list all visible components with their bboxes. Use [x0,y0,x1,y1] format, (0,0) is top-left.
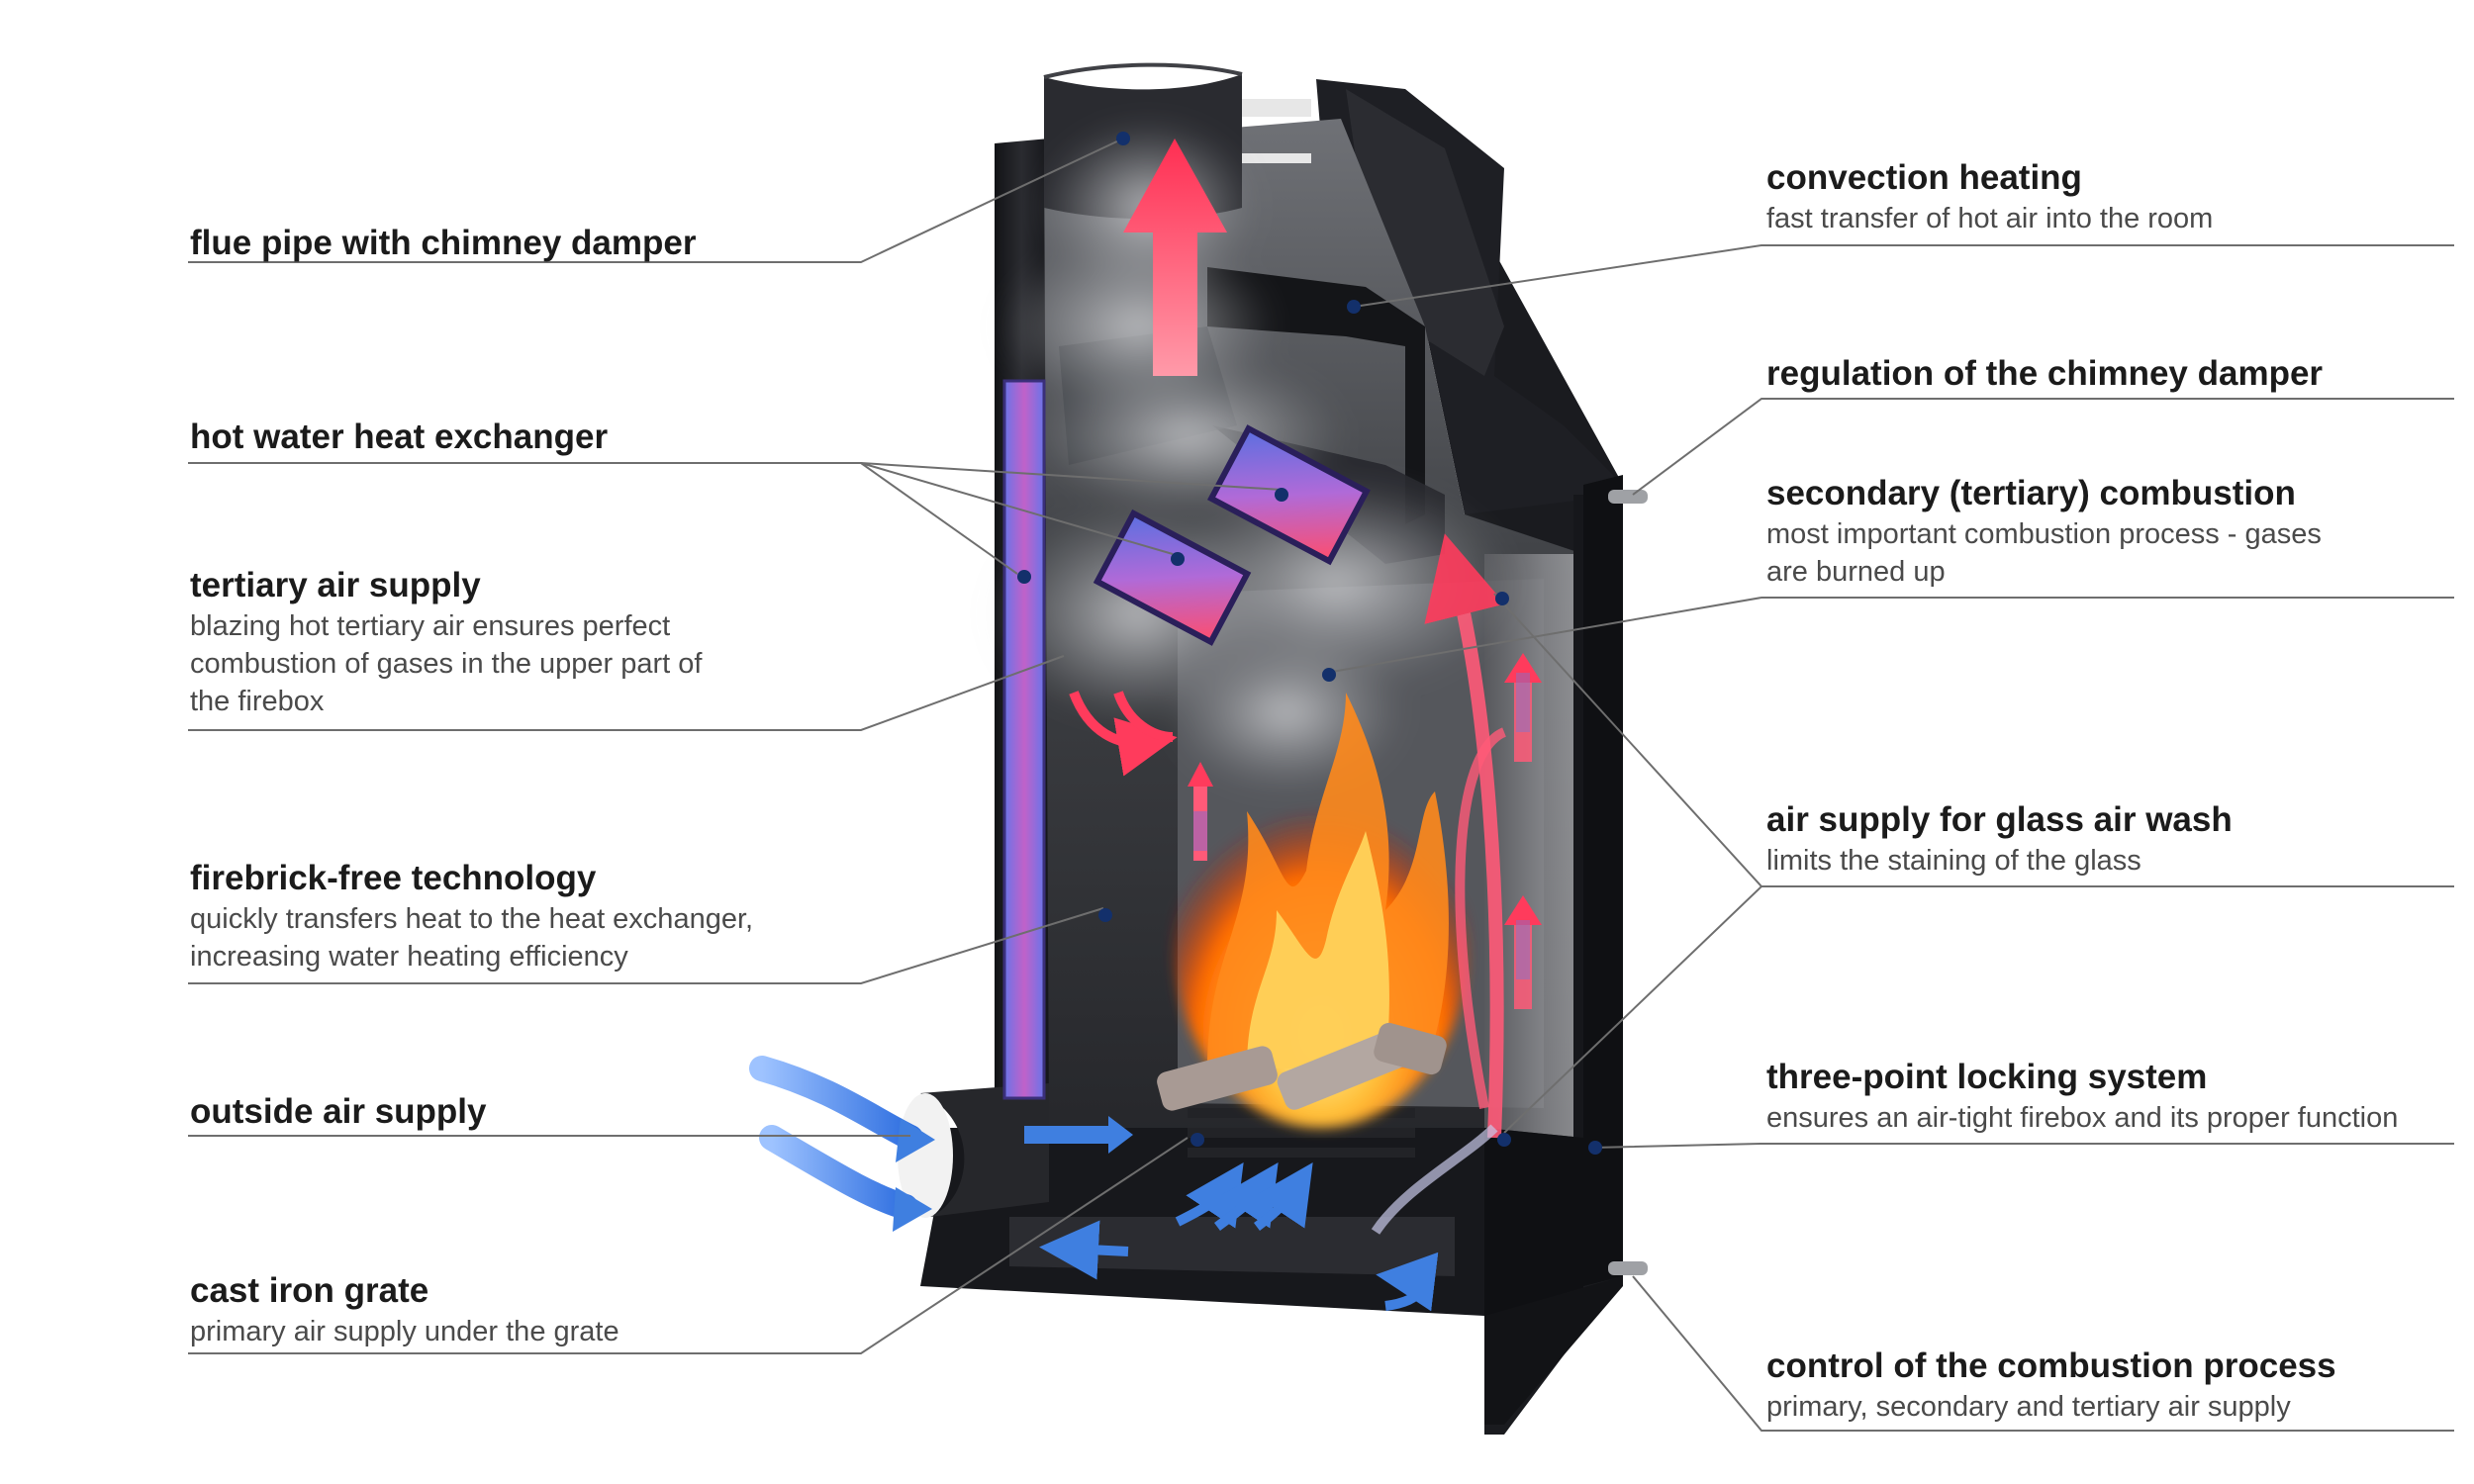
label-title: air supply for glass air wash [1766,800,2233,839]
label-desc: increasing water heating efficiency [190,941,628,973]
marker-glass-wash [1495,592,1509,605]
label-desc: primary air supply under the grate [190,1316,619,1347]
leader-secondary [1325,597,2454,674]
leader-regulation [1632,398,2454,496]
marker-hot-water-tube-1 [1275,488,1288,502]
cold-air-flow [749,1056,1498,1312]
label-desc: combustion of gases in the upper part of [190,648,703,680]
marker-dots [1017,132,1602,1155]
label-secondary: secondary (tertiary) combustion most imp… [1766,472,2322,591]
label-control: control of the combustion process primar… [1766,1345,2336,1426]
marker-glass-wash-2 [1497,1133,1511,1147]
leader-firebrick-free [188,907,1104,984]
label-title: regulation of the chimney damper [1766,354,2324,393]
label-desc: fast transfer of hot air into the room [1766,203,2214,234]
label-title: flue pipe with chimney damper [190,224,697,262]
heat-exchanger-pipe [1002,379,1046,1100]
leader-flue-pipe [188,138,1124,263]
leader-lines [188,138,2454,1432]
label-desc: limits the staining of the glass [1766,845,2141,877]
label-desc: quickly transfers heat to the heat excha… [190,903,754,935]
leader-glass-wash-2 [1503,885,1762,1134]
marker-hot-water-pipe [1017,570,1031,584]
label-locking: three-point locking system ensures an ai… [1766,1056,2398,1137]
label-desc: ensures an air-tight firebox and its pro… [1766,1102,2399,1134]
fire [1157,693,1470,1128]
leader-hot-water-3 [860,462,1283,491]
heat-exchanger-tubes [1093,424,1371,646]
main-hot-air-arrow [1123,139,1227,376]
leader-hot-water-2 [860,462,1174,555]
label-tertiary-air: tertiary air supply blazing hot tertiary… [190,564,702,720]
label-flue-pipe: flue pipe with chimney damper [190,222,696,265]
label-regulation: regulation of the chimney damper [1766,352,2323,396]
marker-flue-pipe [1116,132,1130,145]
label-desc: most important combustion process - gase… [1766,518,2322,550]
leader-convection [1353,244,2454,308]
label-title: firebrick-free technology [190,859,597,897]
label-outside-air: outside air supply [190,1090,487,1134]
leader-cast-iron-grate [188,1137,1189,1354]
label-desc: are burned up [1766,556,1946,588]
leader-hot-water [188,462,1018,575]
marker-locking [1588,1141,1602,1155]
label-title: control of the combustion process [1766,1346,2336,1385]
label-desc: the firebox [190,686,325,717]
marker-hot-water-tube-2 [1171,552,1185,566]
marker-secondary [1322,668,1336,682]
label-title: hot water heat exchanger [190,417,609,456]
marker-convection [1347,300,1361,314]
leader-locking [1592,1143,2454,1149]
label-hot-water: hot water heat exchanger [190,416,608,459]
label-title: tertiary air supply [190,566,481,604]
marker-cast-iron-grate [1190,1133,1204,1147]
label-cast-iron-grate: cast iron grate primary air supply under… [190,1269,619,1350]
smoke [990,119,1514,791]
label-title: convection heating [1766,158,2082,197]
label-title: three-point locking system [1766,1058,2208,1096]
label-desc: blazing hot tertiary air ensures perfect [190,610,671,642]
label-title: outside air supply [190,1092,487,1131]
hot-air-flow [1069,139,1542,1139]
label-firebrick-free: firebrick-free technology quickly transf… [190,857,753,975]
marker-firebrick-free [1098,908,1112,922]
label-title: secondary (tertiary) combustion [1766,474,2296,512]
leader-tertiary-air [188,655,1065,731]
label-glass-wash: air supply for glass air wash limits the… [1766,798,2233,880]
label-desc: primary, secondary and tertiary air supp… [1766,1391,2291,1423]
label-title: cast iron grate [190,1271,429,1310]
label-convection: convection heating fast transfer of hot … [1766,156,2213,237]
leader-control [1632,1275,2454,1432]
